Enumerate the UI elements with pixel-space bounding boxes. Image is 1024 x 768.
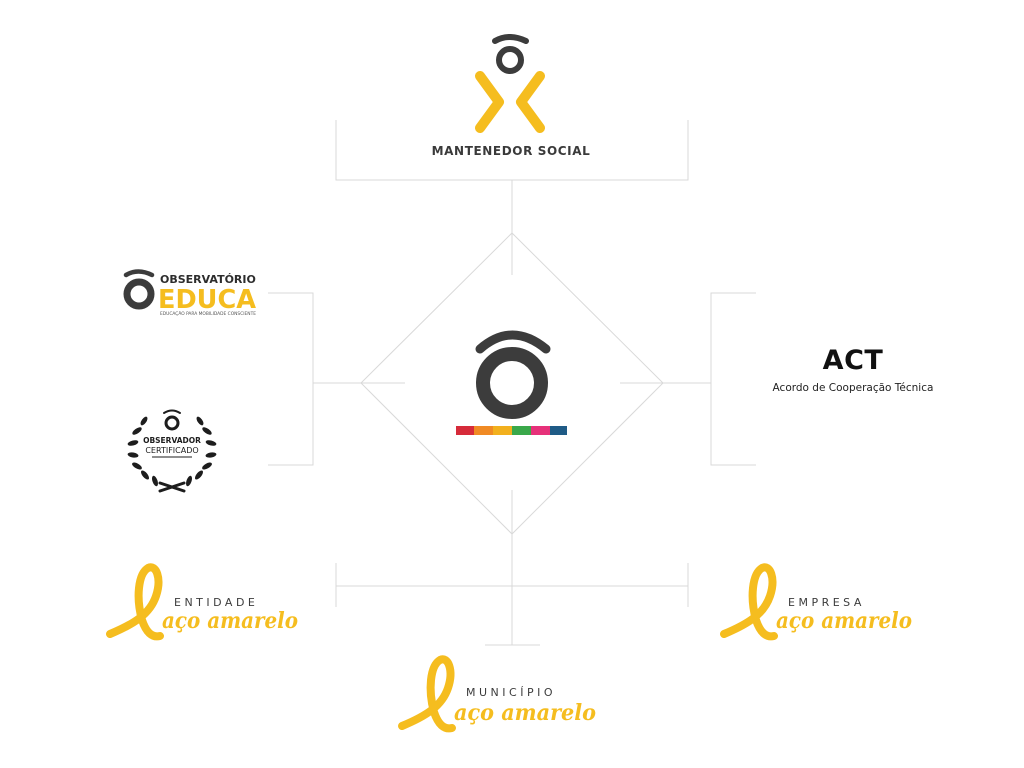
empresa-kicker: EMPRESA bbox=[788, 596, 865, 609]
left-bracket bbox=[268, 292, 314, 466]
observatorio-label: OBSERVATÓRIO bbox=[160, 273, 256, 286]
municipio-script: aço amarelo bbox=[454, 700, 596, 726]
mantenedor-social-logo-icon bbox=[475, 34, 545, 133]
central-o-logo-icon bbox=[456, 330, 567, 435]
observador-label: OBSERVADOR bbox=[143, 436, 201, 445]
bottom-bracket bbox=[335, 563, 689, 607]
act-title: ACT bbox=[822, 345, 884, 376]
observatorio-o-icon bbox=[123, 269, 155, 310]
yellow-ribbon-icon bbox=[720, 563, 778, 641]
yellow-ribbon-icon bbox=[398, 655, 456, 733]
entidade-kicker: ENTIDADE bbox=[174, 596, 258, 609]
empresa-script: aço amarelo bbox=[776, 608, 912, 634]
educa-tagline: EDUCAÇÃO PARA MOBILIDADE CONSCIENTE bbox=[160, 310, 256, 317]
laco-amarelo-empresa-logo: EMPRESA aço amarelo bbox=[720, 563, 912, 641]
observador-certificado-badge: OBSERVADOR CERTIFICADO bbox=[127, 409, 217, 493]
laurel-wreath-icon bbox=[127, 416, 217, 493]
municipio-kicker: MUNICÍPIO bbox=[466, 686, 556, 699]
entidade-script: aço amarelo bbox=[162, 608, 298, 634]
color-stripe bbox=[456, 426, 567, 435]
educa-label: EDUCA bbox=[158, 285, 256, 315]
laco-amarelo-municipio-logo: MUNICÍPIO aço amarelo bbox=[398, 655, 596, 733]
observatorio-educa-logo: OBSERVATÓRIO EDUCA EDUCAÇÃO PARA MOBILID… bbox=[123, 269, 256, 317]
act-block: ACT Acordo de Cooperação Técnica bbox=[750, 344, 956, 394]
certificado-label: CERTIFICADO bbox=[145, 446, 198, 455]
act-subtitle: Acordo de Cooperação Técnica bbox=[772, 382, 934, 394]
mantenedor-social-label: MANTENEDOR SOCIAL bbox=[431, 144, 591, 158]
laco-amarelo-entidade-logo: ENTIDADE aço amarelo bbox=[106, 563, 298, 641]
right-bracket bbox=[710, 292, 756, 466]
yellow-ribbon-icon bbox=[106, 563, 164, 641]
